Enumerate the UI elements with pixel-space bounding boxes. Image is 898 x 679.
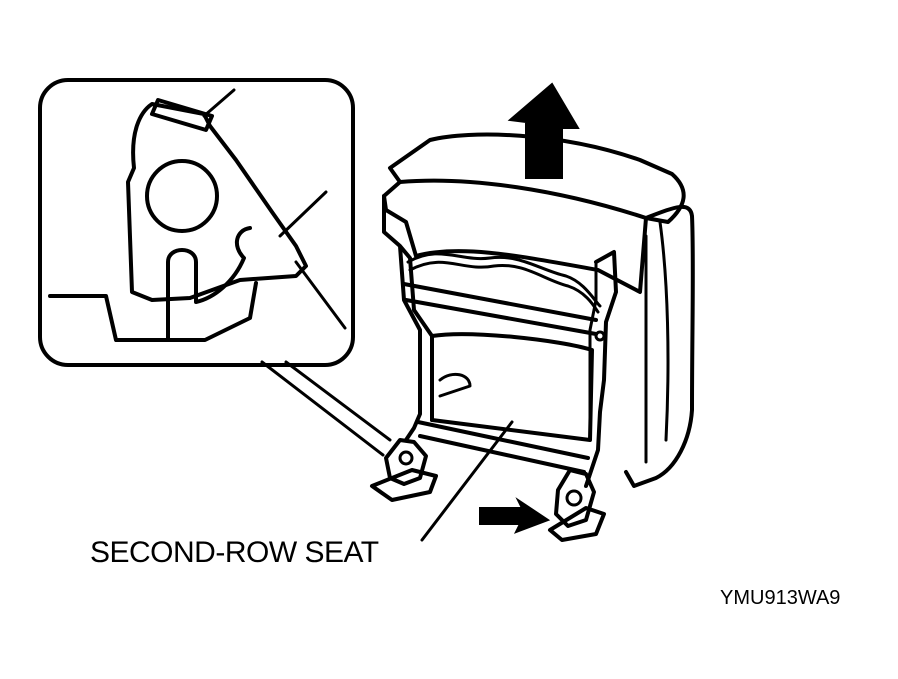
inset-latch-hook — [166, 226, 252, 342]
push-arrow-icon — [479, 497, 551, 534]
seat-upper-crossbar — [402, 282, 598, 336]
seat-back-panel — [430, 332, 594, 442]
inset-leader-lines — [260, 360, 392, 457]
right-hinge-bracket — [554, 468, 596, 528]
seat-frame-bolt — [594, 330, 606, 342]
left-hinge-floor-plate — [370, 468, 438, 502]
second-row-seat — [382, 132, 695, 488]
right-hinge — [548, 468, 606, 542]
seat-cushion-body — [382, 180, 648, 294]
seat-shadow-patch — [438, 372, 472, 398]
left-hinge — [370, 438, 438, 502]
inset-pivot-pin — [145, 159, 219, 233]
seat-cushion-side — [624, 204, 695, 488]
right-hinge-pivot — [565, 489, 583, 507]
lift-arrow-icon — [507, 82, 580, 179]
inset-frame — [38, 78, 355, 367]
seat-spring-wire — [406, 252, 602, 314]
detail-inset — [38, 78, 392, 457]
seat-lower-crossbar — [416, 420, 590, 474]
inset-plate-tab — [150, 98, 214, 132]
seat-left-frame — [382, 194, 434, 442]
seat-right-frame — [584, 250, 618, 488]
inset-hinge-plate — [126, 102, 308, 302]
figure-code: YMU913WA9 — [720, 587, 840, 609]
seat-cushion-top — [388, 132, 686, 224]
seat-label: SECOND-ROW SEAT — [90, 536, 379, 569]
left-hinge-bracket — [384, 438, 428, 486]
seat-right-frame-inner — [588, 260, 598, 442]
seat-label-leader — [420, 420, 514, 542]
left-hinge-pivot — [398, 450, 414, 466]
right-hinge-floor-plate — [548, 506, 606, 542]
inset-pointer-lines — [202, 88, 347, 330]
inset-floor-outline — [48, 281, 258, 342]
seat-cushion-side-inner — [644, 220, 670, 464]
